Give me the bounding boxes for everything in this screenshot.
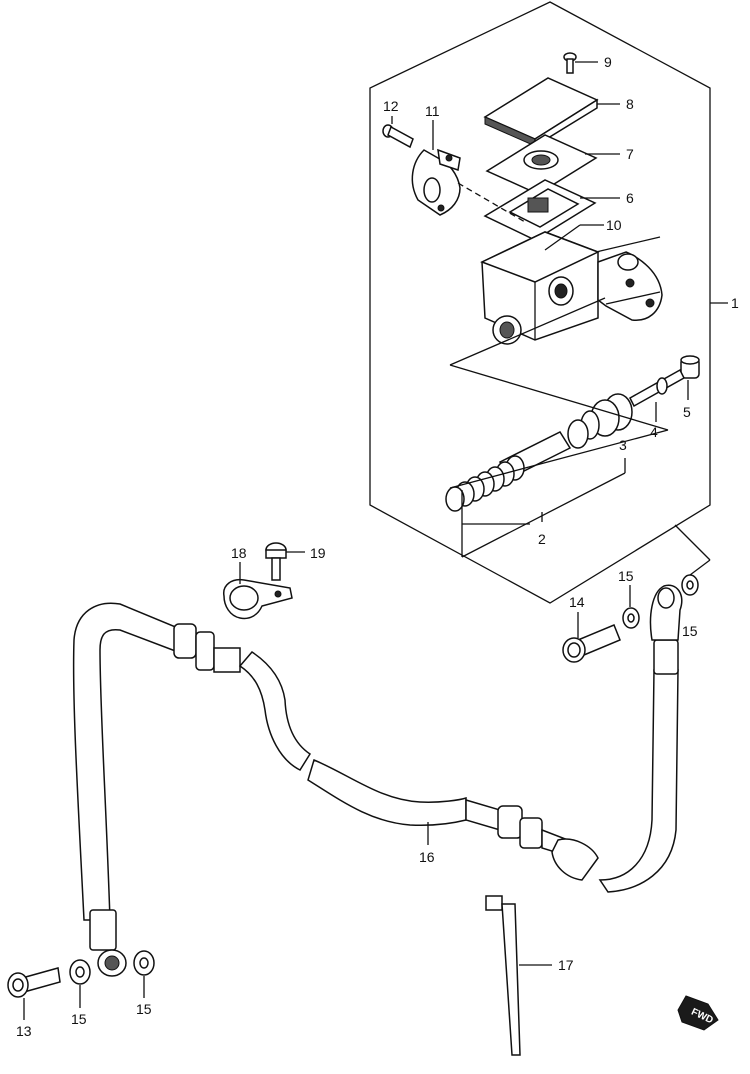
bracket-line-b [449,364,669,431]
callout-9: 9 [604,54,612,70]
part-15-washer-d[interactable] [133,950,155,976]
part-8-reservoir-cap[interactable] [483,77,599,148]
callout-17: 17 [558,957,574,973]
fwd-arrow-badge: FWD [677,995,719,1031]
assembly-boundary [369,1,711,604]
callout-19: 19 [310,545,326,561]
leader-body-top [595,236,661,253]
part-2-spring[interactable] [445,431,572,512]
callout-16: 16 [419,849,435,865]
part-11-clamp[interactable] [411,148,461,216]
part-15-washer-c[interactable] [69,959,91,985]
part-7-plate[interactable] [485,134,598,195]
callout-7: 7 [626,146,634,162]
part-6-diaphragm[interactable] [483,179,597,241]
bracket-line-a [449,297,606,366]
part-9-screw[interactable] [563,52,577,74]
leader-body-bottom [605,291,661,305]
part-14-union-bolt[interactable] [562,624,621,663]
bracket-line-c [449,429,669,489]
part-18-hose-clamp[interactable] [223,578,293,620]
part-4-push-rod[interactable] [629,368,685,408]
part-15-washer-a[interactable] [622,607,640,629]
part-12-bolt[interactable] [382,124,414,149]
callout-15d: 15 [136,1001,152,1017]
callout-3: 3 [619,437,627,453]
part-16-clutch-hose[interactable] [72,584,683,977]
part-19-bolt[interactable] [265,542,287,581]
part-17-cable-tie[interactable] [485,895,521,1056]
callout-10: 10 [606,217,622,233]
part-5-cap[interactable] [680,355,700,379]
callout-5: 5 [683,404,691,420]
callout-1: 1 [731,295,739,311]
callout-15a: 15 [618,568,634,584]
alignment-dash [457,182,526,223]
callout-18: 18 [231,545,247,561]
callout-13: 13 [16,1023,32,1039]
callout-12: 12 [383,98,399,114]
callout-15b: 15 [682,623,698,639]
callout-2: 2 [538,531,546,547]
bracket-line-e [461,472,626,558]
callout-6: 6 [626,190,634,206]
callout-8: 8 [626,96,634,112]
callout-11: 11 [425,103,440,119]
part-1-master-cylinder-body[interactable] [480,231,663,345]
callout-14: 14 [569,594,585,610]
leader-lines [23,61,728,1020]
callout-4: 4 [650,424,658,440]
part-13-union-bolt[interactable] [7,967,61,998]
callout-15c: 15 [71,1011,87,1027]
part-15-washer-b[interactable] [681,574,699,596]
